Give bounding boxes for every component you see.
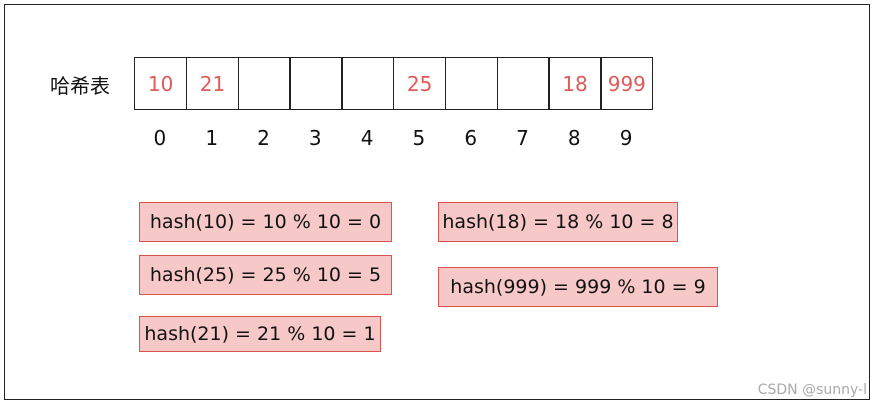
index-row: 0 1 2 3 4 5 6 7 8 9	[134, 126, 652, 150]
hash-table-cell	[237, 57, 291, 110]
hash-table-cell: 21	[185, 57, 240, 110]
hash-formula-box: hash(21) = 21 % 10 = 1	[139, 316, 381, 352]
hash-table-cell: 25	[392, 57, 447, 110]
hash-table-cell	[289, 57, 343, 110]
hash-table-cell	[341, 57, 395, 110]
index-label: 2	[257, 126, 270, 150]
hash-table-cell	[496, 57, 550, 110]
index-label: 0	[153, 126, 167, 150]
hash-table-cell: 999	[600, 57, 654, 110]
hash-table-cell: 18	[548, 57, 602, 110]
hash-formula-box: hash(18) = 18 % 10 = 8	[438, 202, 678, 242]
index-label: 5	[412, 126, 426, 150]
watermark: CSDN @sunny-l	[757, 382, 867, 398]
hash-table-label: 哈希表	[50, 74, 110, 98]
index-label: 4	[360, 126, 374, 150]
index-label: 7	[516, 126, 529, 150]
hash-table-cells: 10 21 25 18 999	[134, 57, 654, 110]
hash-table-cell	[444, 57, 499, 110]
hash-table-cell: 10	[134, 57, 188, 110]
index-label: 9	[619, 126, 633, 150]
index-label: 1	[205, 126, 219, 150]
hash-formula-box: hash(999) = 999 % 10 = 9	[438, 267, 718, 307]
index-label: 8	[567, 126, 581, 150]
hash-formula-box: hash(25) = 25 % 10 = 5	[139, 255, 392, 295]
index-label: 3	[308, 126, 322, 150]
hash-formula-box: hash(10) = 10 % 10 = 0	[139, 202, 392, 242]
index-label: 6	[464, 126, 478, 150]
